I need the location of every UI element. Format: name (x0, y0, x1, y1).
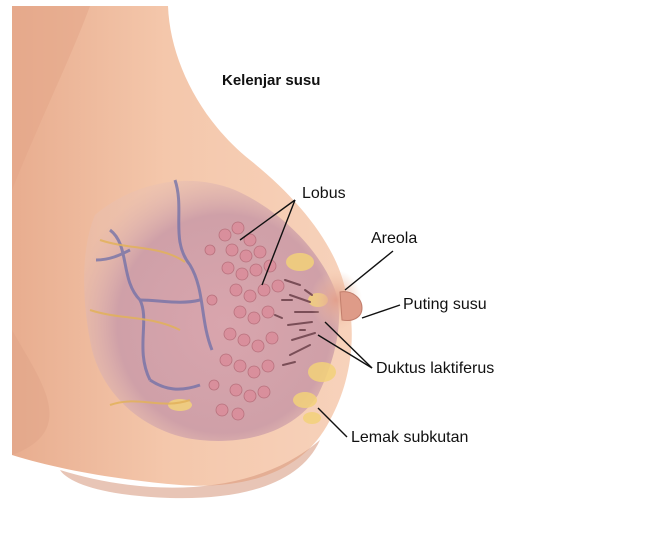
diagram-title: Kelenjar susu (222, 72, 320, 89)
areola-leader (345, 251, 393, 290)
label-duktus-laktiferus: Duktus laktiferus (376, 360, 494, 378)
label-puting-susu: Puting susu (403, 296, 487, 314)
puting-leader (362, 305, 400, 318)
label-lobus: Lobus (302, 185, 346, 203)
label-areola: Areola (371, 230, 417, 248)
label-lemak-subkutan: Lemak subkutan (351, 429, 468, 447)
